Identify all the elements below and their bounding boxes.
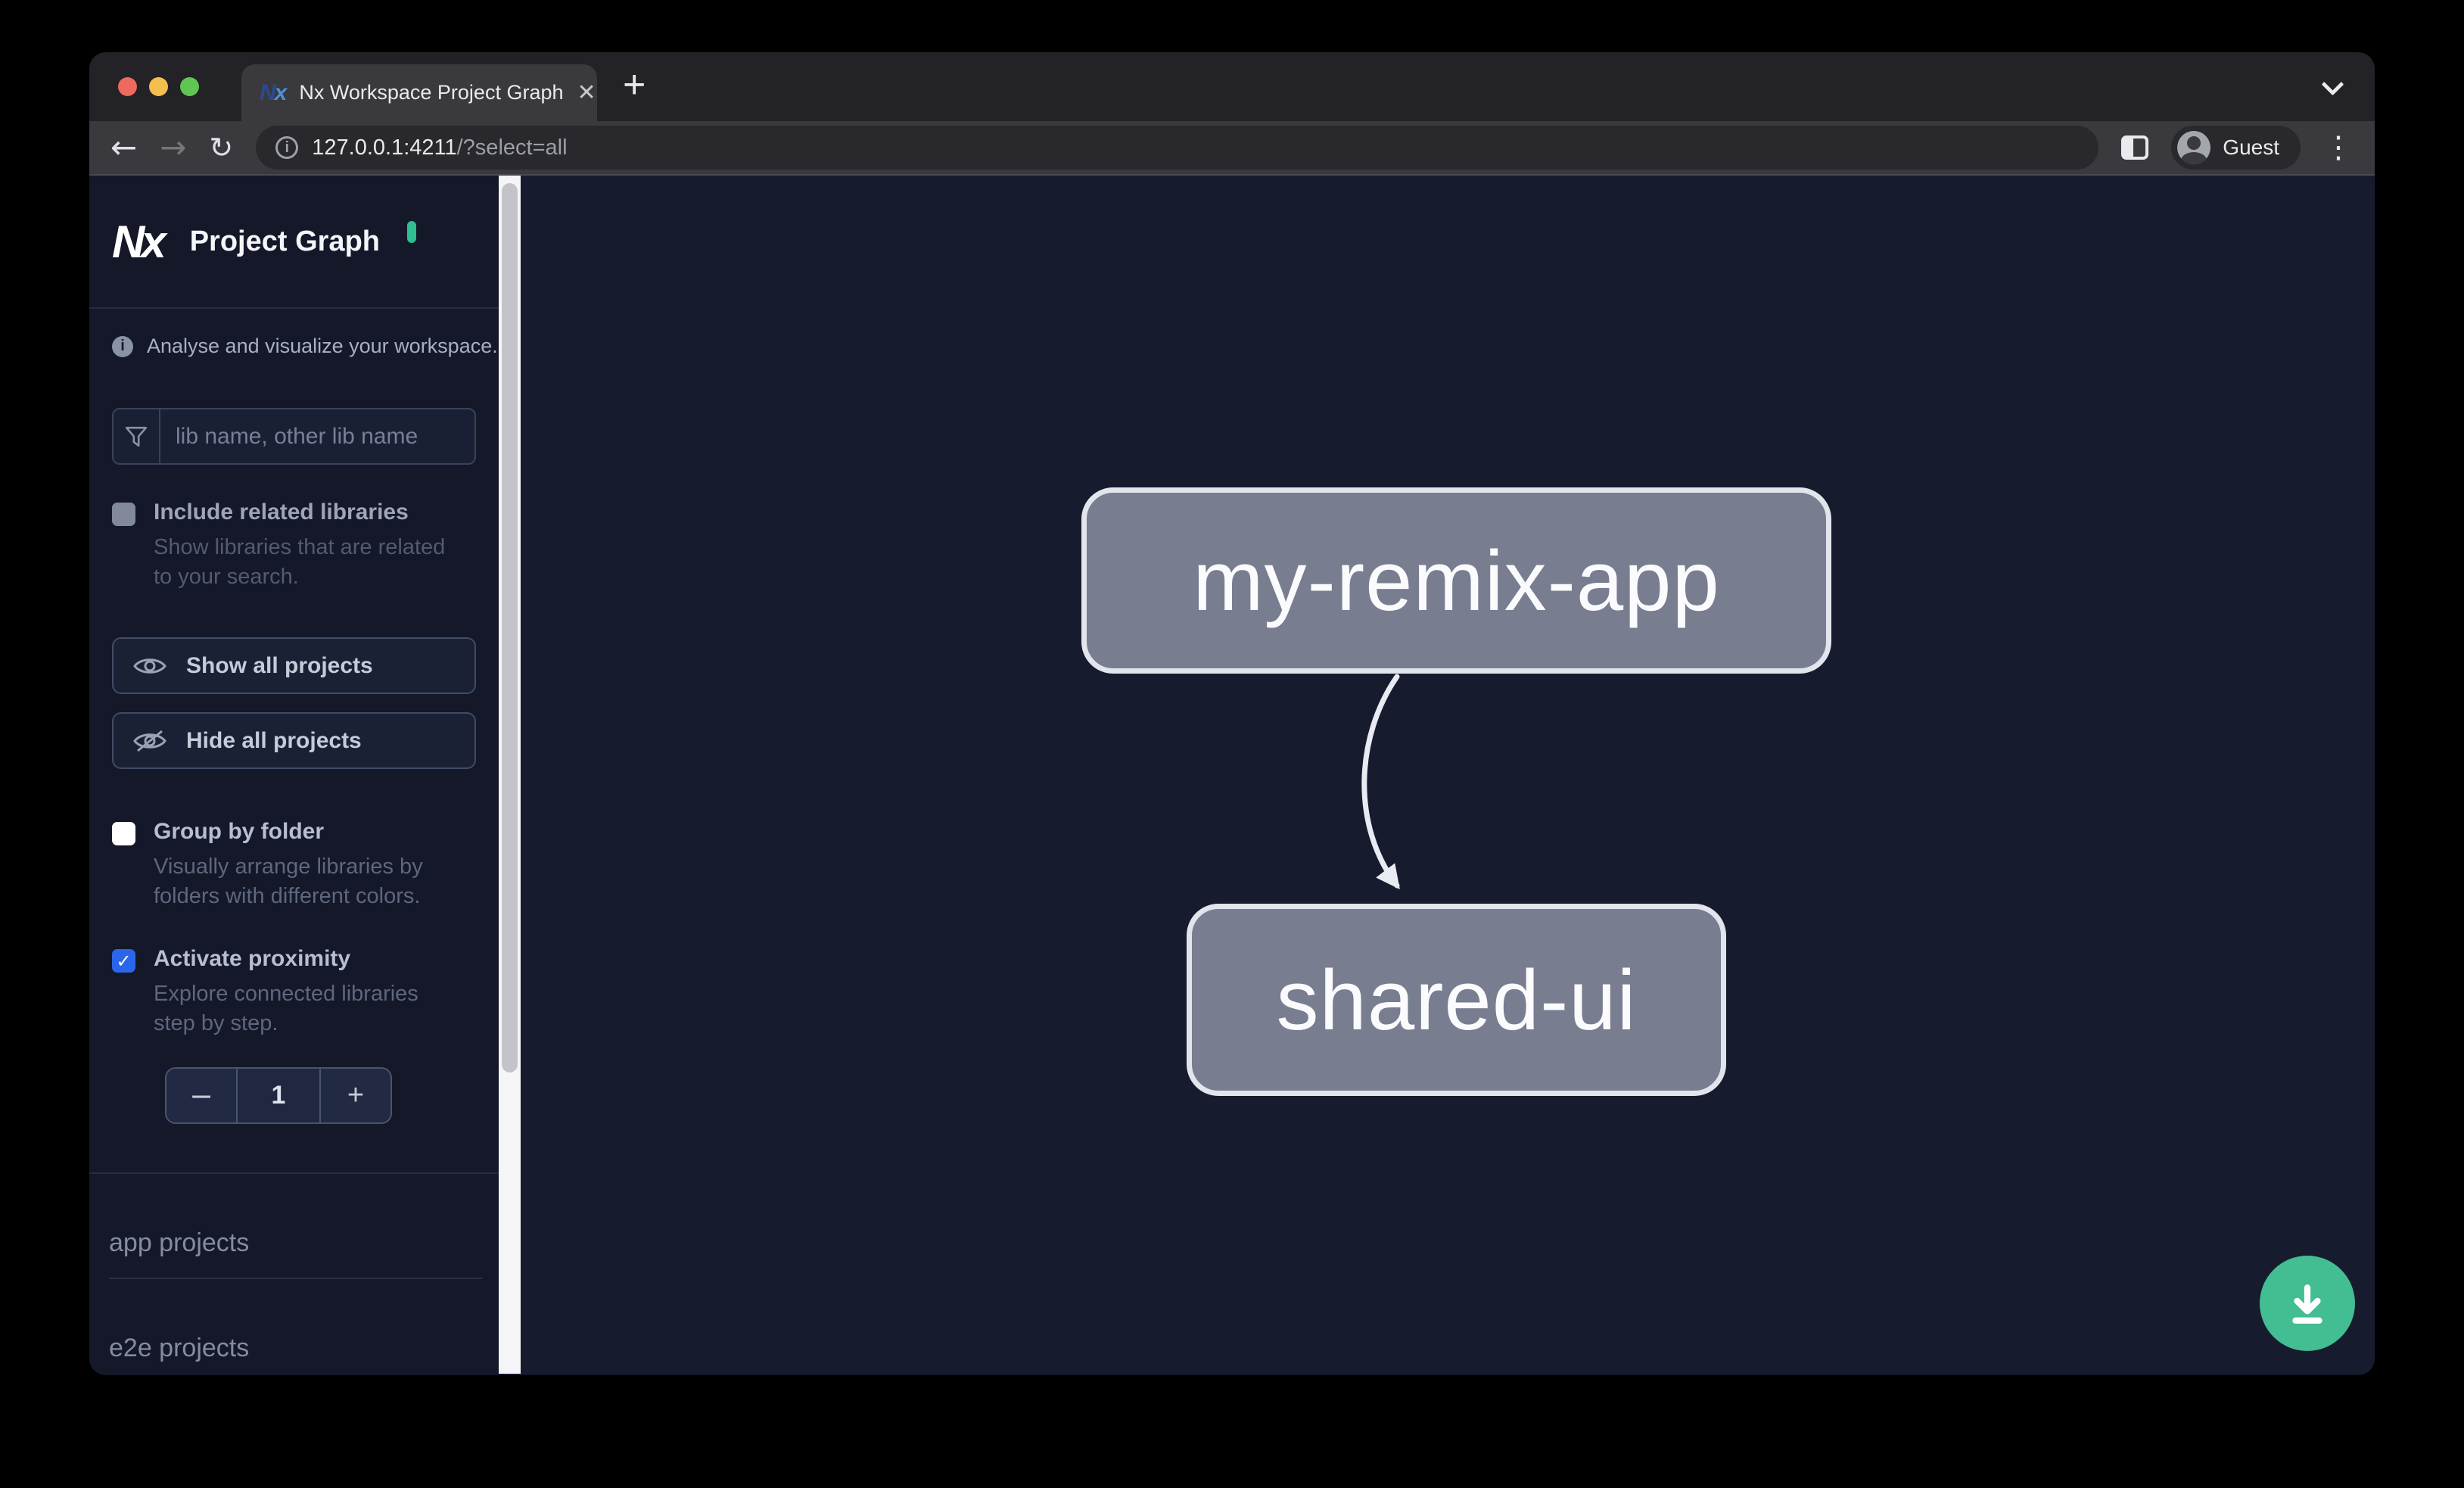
option-description: Explore connected libraries step by step… xyxy=(154,982,418,1035)
increment-button[interactable]: + xyxy=(347,1079,365,1111)
group-by-folder-checkbox[interactable] xyxy=(112,822,135,845)
forward-icon[interactable]: → xyxy=(160,129,187,166)
nx-logo: Nx xyxy=(112,216,166,267)
graph-node-my-remix-app[interactable]: my-remix-app xyxy=(1081,487,1831,674)
avatar-icon xyxy=(2177,131,2211,164)
site-info-icon[interactable]: i xyxy=(275,136,299,159)
sidebar-scrollbar[interactable] xyxy=(499,176,521,1374)
tab-strip: Nx Nx Workspace Project Graph ✕ + xyxy=(89,52,2375,121)
info-icon: i xyxy=(112,335,133,357)
graph-node-shared-ui[interactable]: shared-ui xyxy=(1187,904,1726,1096)
option-description: Visually arrange libraries by folders wi… xyxy=(154,855,423,908)
sidebar-header: Nx Project Graph xyxy=(89,176,499,309)
profile-label: Guest xyxy=(2223,135,2279,159)
tab-title: Nx Workspace Project Graph xyxy=(299,81,564,104)
action-label: Hide all projects xyxy=(186,727,362,753)
show-all-projects-button[interactable]: Show all projects xyxy=(112,637,476,694)
eye-icon xyxy=(133,658,166,674)
option-label: Include related libraries xyxy=(154,500,409,525)
stepper-value: 1 xyxy=(236,1069,321,1122)
workspace-tagline-row: i Analyse and visualize your workspace. xyxy=(112,335,498,358)
profile-chip[interactable]: Guest xyxy=(2171,126,2301,170)
monitor-icon xyxy=(407,221,440,257)
zoom-window-button[interactable] xyxy=(180,77,199,96)
filter-input[interactable] xyxy=(160,409,474,463)
edge-my-remix-app-to-shared-ui xyxy=(1361,674,1400,890)
section-e2e-projects[interactable]: e2e projects xyxy=(109,1334,482,1375)
close-tab-icon[interactable]: ✕ xyxy=(577,79,596,106)
option-group-by-folder: Group by folder Visually arrange librari… xyxy=(112,819,476,911)
funnel-icon xyxy=(114,409,160,463)
divider xyxy=(89,1172,499,1174)
address-bar[interactable]: i 127.0.0.1:4211/?select=all xyxy=(256,126,2099,170)
option-label: Activate proximity xyxy=(154,946,351,971)
proximity-stepper: − 1 + xyxy=(165,1067,392,1124)
filter-box xyxy=(112,408,476,465)
url-text[interactable]: 127.0.0.1:4211/?select=all xyxy=(312,135,568,160)
close-window-button[interactable] xyxy=(118,77,137,96)
browser-window: Nx Nx Workspace Project Graph ✕ + ← → ↻ … xyxy=(89,52,2375,1375)
action-label: Show all projects xyxy=(186,652,373,678)
tagline-text: Analyse and visualize your workspace. xyxy=(147,335,498,357)
menu-kebab-icon[interactable]: ⋮ xyxy=(2323,130,2354,165)
option-label: Group by folder xyxy=(154,819,324,844)
chevron-down-icon[interactable] xyxy=(2323,75,2343,95)
page-title: Project Graph xyxy=(189,225,380,257)
new-tab-button[interactable]: + xyxy=(623,62,646,107)
sidebar: Nx Project Graph i Analyse and visualize… xyxy=(89,176,499,1374)
page-content: Nx Project Graph i Analyse and visualize… xyxy=(89,176,2375,1374)
option-activate-proximity: ✓ Activate proximity Explore connected l… xyxy=(112,946,476,1038)
browser-toolbar: ← → ↻ i 127.0.0.1:4211/?select=all Guest… xyxy=(89,121,2375,176)
nx-favicon-icon: Nx xyxy=(260,79,287,105)
include-related-checkbox[interactable] xyxy=(112,503,135,526)
section-app-projects[interactable]: app projects xyxy=(109,1228,482,1279)
option-include-related: Include related libraries Show libraries… xyxy=(112,500,476,592)
graph-canvas[interactable]: my-remix-app shared-ui xyxy=(521,176,2375,1374)
download-image-button[interactable] xyxy=(2260,1256,2355,1351)
option-description: Show libraries that are related to your … xyxy=(154,535,446,589)
reload-icon[interactable]: ↻ xyxy=(209,131,234,164)
traffic-lights xyxy=(89,77,199,96)
browser-tab[interactable]: Nx Nx Workspace Project Graph ✕ xyxy=(241,64,597,121)
decrement-button[interactable]: − xyxy=(189,1079,213,1113)
download-icon xyxy=(2292,1284,2322,1324)
scrollbar-thumb[interactable] xyxy=(502,183,518,1072)
minimize-window-button[interactable] xyxy=(149,77,168,96)
eye-off-icon xyxy=(133,730,166,752)
activate-proximity-checkbox[interactable]: ✓ xyxy=(112,949,135,973)
hide-all-projects-button[interactable]: Hide all projects xyxy=(112,712,476,769)
side-panel-icon[interactable] xyxy=(2121,135,2149,160)
back-icon[interactable]: ← xyxy=(110,129,138,166)
